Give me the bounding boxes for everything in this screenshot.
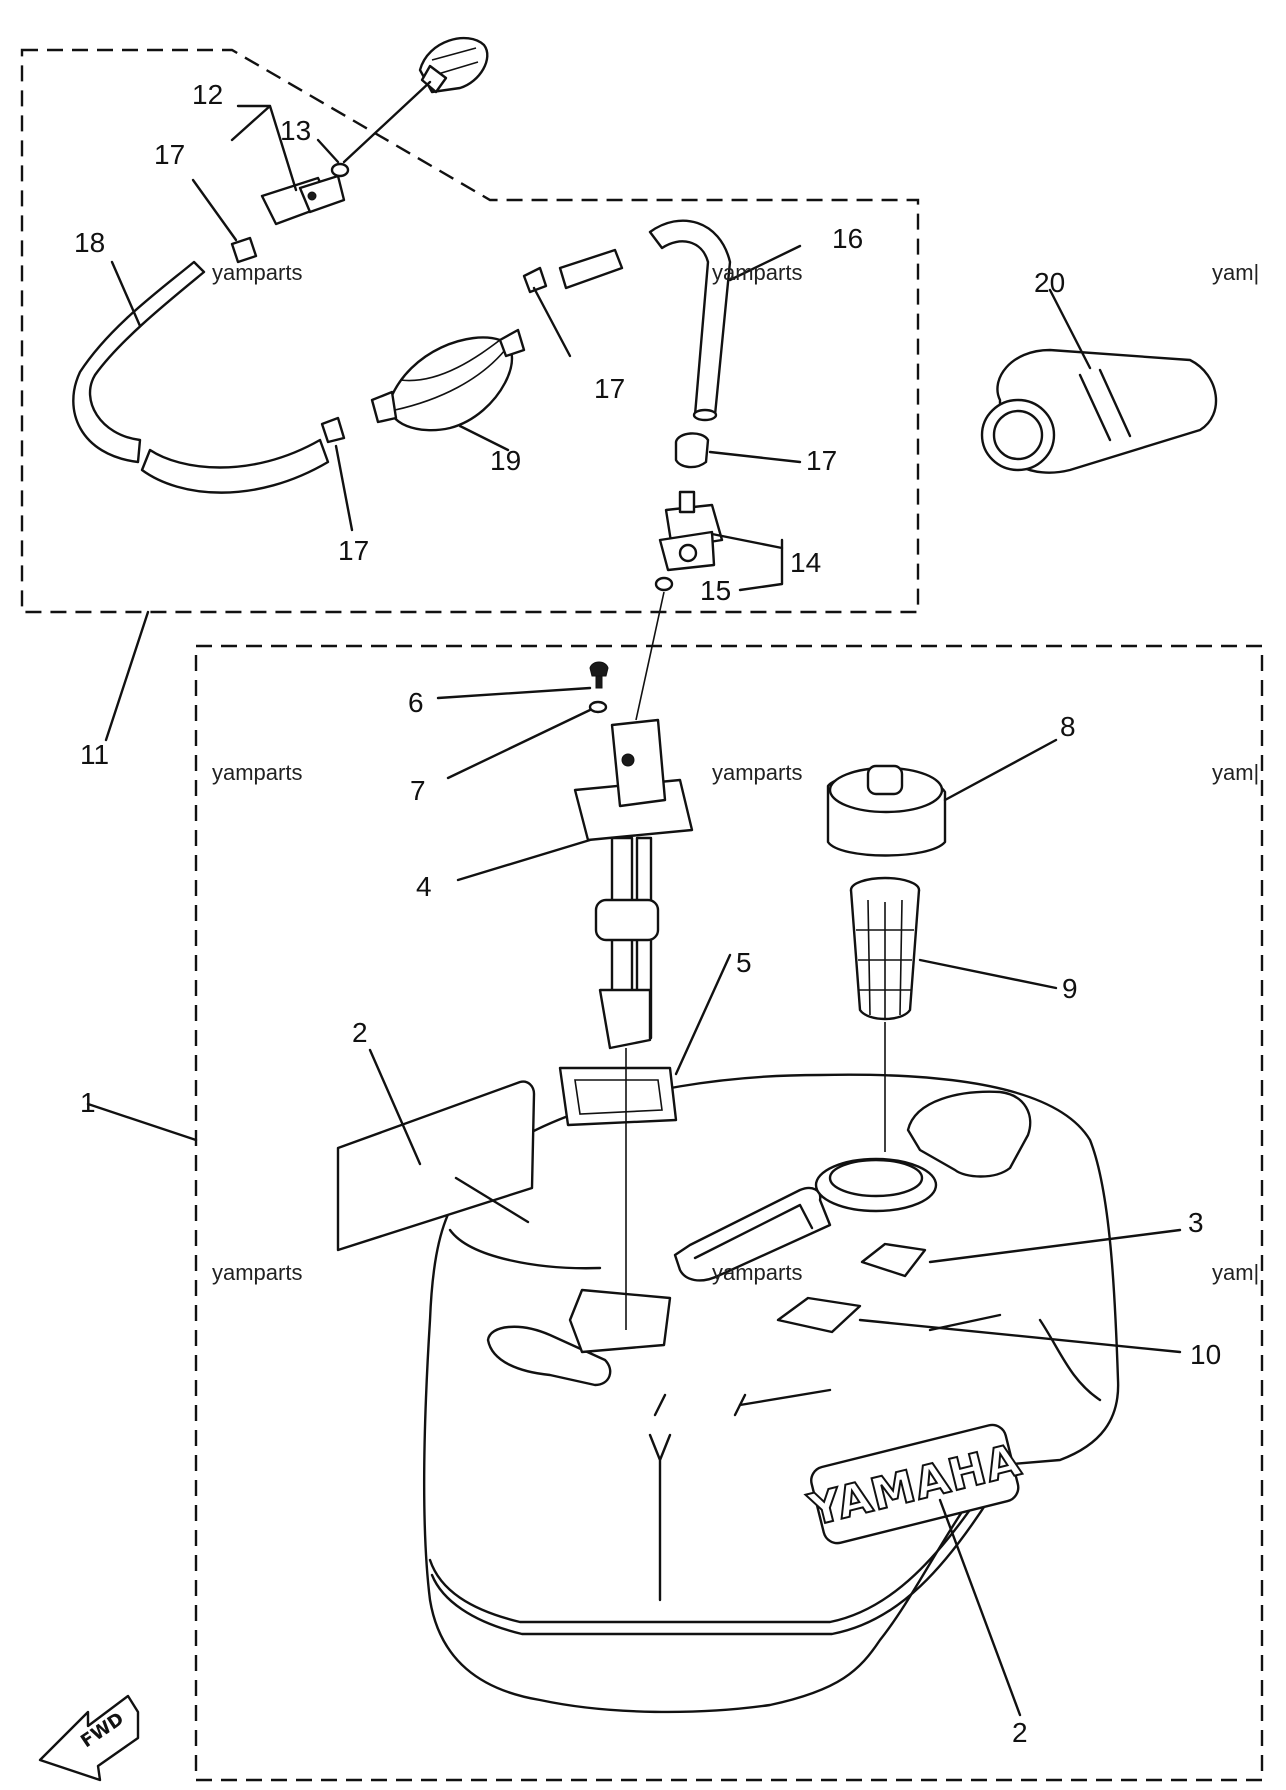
tank-group-boundary [194, 644, 1264, 1782]
callout-17a: 17 [154, 139, 185, 170]
callout-17c: 17 [338, 535, 369, 566]
o-ring-13 [330, 162, 350, 178]
engine-inlet-fitting [418, 36, 489, 94]
callout-18: 18 [74, 227, 105, 258]
callout-19: 19 [490, 445, 521, 476]
primer-bulb [370, 328, 526, 432]
clamp-17a [230, 236, 258, 264]
yamaha-logo-plate [810, 1423, 1020, 1545]
callout-9: 9 [1062, 973, 1078, 1004]
watermark: yam| [1212, 1260, 1259, 1285]
callout-14: 14 [790, 547, 821, 578]
callout-11: 11 [80, 739, 109, 770]
fuel-gauge-unit [573, 718, 694, 1050]
filler-cap [826, 764, 947, 857]
callout-13: 13 [280, 115, 311, 146]
callout-20: 20 [1034, 267, 1065, 298]
watermark: yam| [1212, 260, 1259, 285]
watermark: yamparts [212, 1260, 302, 1285]
clamp-17c [320, 416, 346, 444]
watermark: yamparts [212, 760, 302, 785]
fuel-line-group-boundary [20, 48, 920, 614]
callout-7: 7 [410, 775, 426, 806]
callout-5: 5 [736, 947, 752, 978]
watermark: yam| [1212, 760, 1259, 785]
callout-1: 1 [80, 1087, 96, 1118]
screw-6 [589, 661, 609, 689]
watermark: yamparts [212, 260, 302, 285]
fuel-tank-body: YAMAHA [423, 1073, 1120, 1714]
callout-12: 12 [192, 79, 223, 110]
leader-lines [86, 80, 1182, 1717]
fuel-strainer [849, 876, 921, 1021]
callout-17b: 17 [594, 373, 625, 404]
callout-10: 10 [1190, 1339, 1221, 1370]
label-plate-10 [776, 1296, 862, 1334]
callout-3: 3 [1188, 1207, 1204, 1238]
clamp-17d [674, 432, 710, 469]
label-plate-3 [860, 1242, 927, 1278]
o-ring-15 [654, 576, 674, 592]
callout-2b: 2 [1012, 1717, 1028, 1748]
washer-7 [588, 700, 608, 714]
clamp-17b [522, 266, 548, 294]
callout-17d: 17 [806, 445, 837, 476]
tank-cover [980, 348, 1218, 474]
watermark: yamparts [712, 760, 802, 785]
hose-18b [140, 438, 330, 494]
callout-4: 4 [416, 871, 432, 902]
callout-15: 15 [700, 575, 731, 606]
callout-16: 16 [832, 223, 863, 254]
callout-6: 6 [408, 687, 424, 718]
side-decal [336, 1080, 536, 1252]
callout-2a: 2 [352, 1017, 368, 1048]
forward-direction-arrow: FWD [38, 1694, 140, 1782]
engine-connector [260, 174, 346, 226]
watermark: yamparts [712, 260, 802, 285]
tank-connector [658, 490, 724, 572]
hose-16 [648, 219, 732, 417]
callout-8: 8 [1060, 711, 1076, 742]
watermark: yamparts [712, 1260, 802, 1285]
hose-18 [72, 260, 206, 464]
